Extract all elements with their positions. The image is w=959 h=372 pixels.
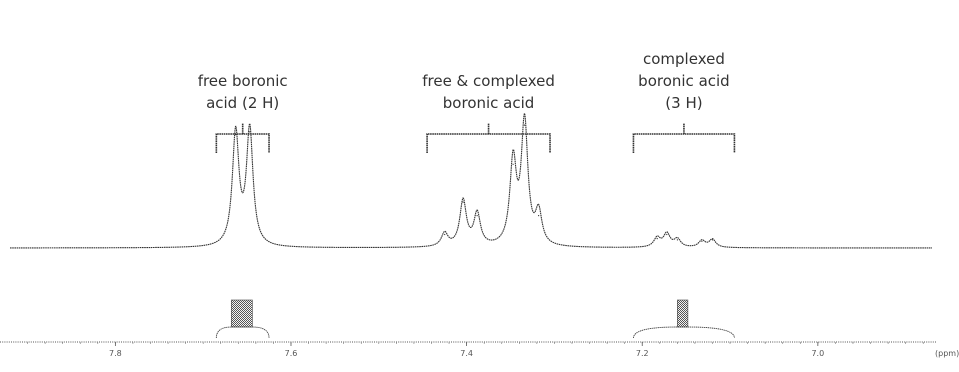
annotation-0-line-0: free boronic <box>198 72 288 90</box>
peak-4 <box>476 215 478 217</box>
x-axis: 7.8 7.6 7.4 7.2 7.0 (ppm) <box>0 341 959 358</box>
peak-12 <box>711 239 714 241</box>
peak-8 <box>656 238 658 240</box>
annotation-2-line-0: complexed <box>643 50 725 68</box>
peak-10 <box>676 239 679 241</box>
peak-3 <box>462 201 464 203</box>
annotation-2-line-2: (3 H) <box>665 94 702 112</box>
integral-region-1 <box>677 299 689 328</box>
peak-5 <box>512 163 514 165</box>
annotation-bracket-0 <box>215 123 270 153</box>
annotation-1-line-0: free & complexed <box>422 72 555 90</box>
x-tick-label-0: 7.8 <box>109 349 122 358</box>
peak-2 <box>444 233 446 236</box>
peak-0 <box>235 134 237 136</box>
x-tick-label-3: 7.2 <box>636 349 649 358</box>
integral-region-0 <box>230 299 253 328</box>
annotation-0-line-1: acid (2 H) <box>206 94 279 112</box>
annotation-bracket-2 <box>632 123 736 153</box>
spectrum-layer <box>10 111 932 249</box>
peak-1 <box>249 131 251 133</box>
peak-7 <box>538 215 540 217</box>
integral-layer <box>215 299 735 339</box>
spectrum-line <box>10 111 932 249</box>
annotation-2-line-1: boronic acid <box>638 72 730 90</box>
x-tick-label-4: 7.0 <box>811 349 824 358</box>
integral-curve-0 <box>215 326 270 339</box>
peak-11 <box>701 240 703 242</box>
peak-6 <box>524 124 526 126</box>
annotation-layer: free boronic acid (2 H) free & complexed bo… <box>198 50 736 153</box>
x-tick-label-1: 7.6 <box>285 349 298 358</box>
integral-curve-1 <box>632 326 735 339</box>
x-axis-label: (ppm) <box>935 349 959 358</box>
x-tick-label-2: 7.4 <box>460 349 473 358</box>
annotation-1-line-1: boronic acid <box>443 94 535 112</box>
peak-9 <box>666 233 668 236</box>
annotation-bracket-1 <box>426 123 551 153</box>
